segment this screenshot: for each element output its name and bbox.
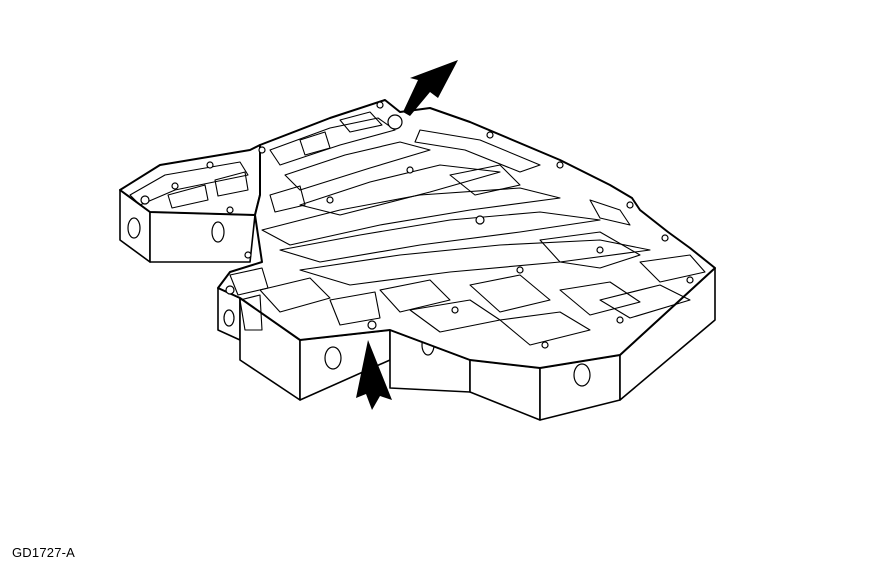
upper-arrow	[403, 60, 458, 116]
lower-arrow	[356, 340, 392, 410]
valve-body-passages	[129, 101, 706, 349]
figure-id-label: GD1727-A	[12, 545, 76, 560]
valve-body-main	[217, 99, 716, 421]
